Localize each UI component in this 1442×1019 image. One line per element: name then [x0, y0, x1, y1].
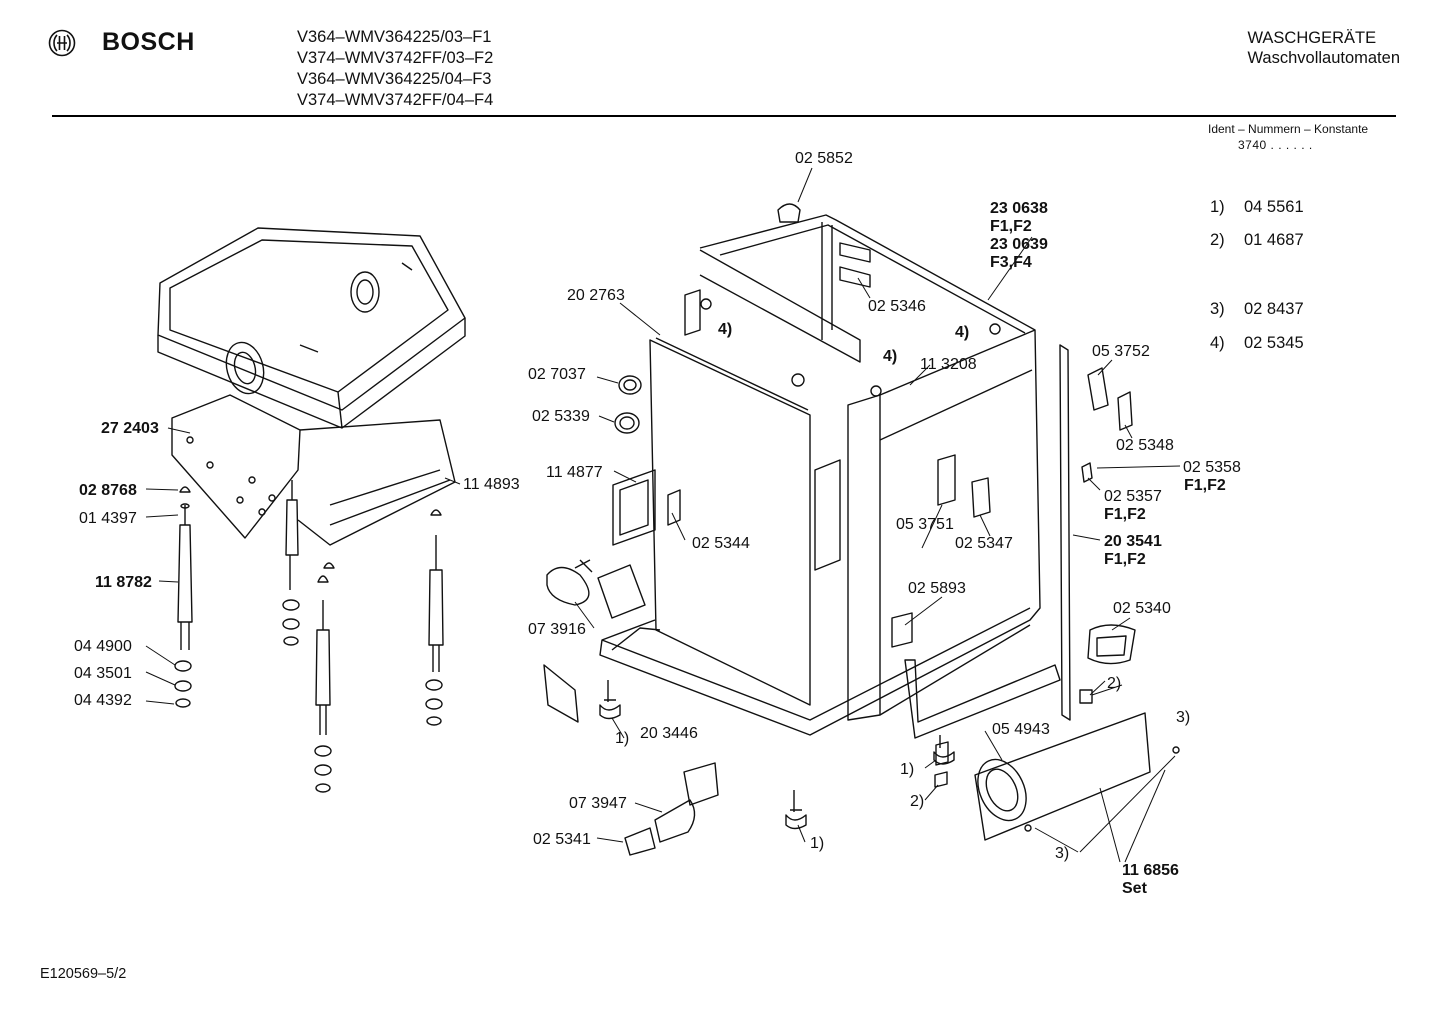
ref-key: 2): [1210, 231, 1225, 249]
rubber-pads: [174, 599, 443, 793]
part-label: 02 5341: [533, 831, 591, 848]
part-labels: 02 5852 23 0638 F1,F2 23 0639 F3,F4 20 2…: [74, 150, 1241, 897]
part-label: 02 5347: [955, 535, 1013, 552]
ref-value: 04 5561: [1244, 198, 1304, 216]
top-tray: [157, 227, 466, 429]
ref-list-item: 4) 02 5345: [1210, 334, 1304, 353]
part-label: F1,F2: [1104, 506, 1146, 523]
model-line: V374–WMV3742FF/04–F4: [297, 91, 494, 109]
part-label: 11 4893: [463, 476, 520, 493]
part-label: 02 7037: [528, 366, 586, 383]
model-list: V364–WMV364225/03–F1 V374–WMV3742FF/03–F…: [297, 27, 493, 111]
ref-marker: 1): [615, 730, 629, 747]
part-label: 02 5346: [868, 298, 926, 315]
part-label: 02 5852: [795, 150, 853, 167]
part-label: 05 3751: [896, 516, 954, 533]
small-parts-right: [891, 344, 1180, 841]
ref-value: 02 5345: [1244, 334, 1304, 352]
part-label: 04 4392: [74, 692, 132, 709]
part-label: 02 8768: [79, 482, 137, 499]
part-label: 11 4877: [546, 464, 603, 481]
model-line: V364–WMV364225/04–F3: [297, 70, 492, 88]
part-label: 04 4900: [74, 638, 132, 655]
part-label: 02 5339: [532, 408, 590, 425]
ref-marker: 3): [1176, 709, 1190, 726]
part-label: 01 4397: [79, 510, 137, 527]
ref-marker: 2): [910, 793, 924, 810]
part-label: 20 3541: [1104, 533, 1162, 550]
part-label: F1,F2: [1104, 551, 1146, 568]
ref-marker: 4): [955, 324, 969, 341]
small-parts-left: [543, 375, 681, 723]
ref-marker: 4): [883, 348, 897, 365]
adjustable-feet: [599, 680, 955, 830]
category-line: WASCHGERÄTE: [1247, 29, 1377, 47]
ref-marker: 2): [1107, 675, 1121, 692]
bosch-armature-icon: [48, 29, 76, 56]
category-title: WASCHGERÄTE Waschvollautomaten: [1247, 28, 1400, 68]
ref-key: 4): [1210, 334, 1225, 352]
header-divider: [52, 115, 1396, 117]
part-label: 02 5348: [1116, 437, 1174, 454]
part-label: F1,F2: [1184, 477, 1226, 494]
ref-list-item: 3) 02 8437: [1210, 300, 1304, 319]
bosch-logo: BOSCH: [48, 28, 195, 57]
drawing-code: E120569–5/2: [40, 966, 127, 982]
ref-marker: 1): [900, 761, 914, 778]
part-label: 11 3208: [920, 356, 977, 373]
part-label: 07 3916: [528, 621, 586, 638]
part-label: 05 3752: [1092, 343, 1150, 360]
pump-parts: [624, 762, 719, 856]
part-label: 02 5340: [1113, 600, 1171, 617]
ref-marker: 4): [718, 321, 732, 338]
clip-part: [777, 203, 801, 223]
part-label: 02 5893: [908, 580, 966, 597]
ident-block: Ident – Nummern – Konstante 3740 . . . .…: [1208, 121, 1368, 153]
bracket-tray: [171, 394, 456, 546]
part-label: 20 2763: [567, 287, 625, 304]
model-line: V364–WMV364225/03–F1: [297, 28, 492, 46]
part-label: 11 8782: [95, 574, 152, 591]
part-label: 02 5358: [1183, 459, 1241, 476]
part-label: 23 0639: [990, 236, 1048, 253]
part-label: 02 5357: [1104, 488, 1162, 505]
category-line: Waschvollautomaten: [1247, 49, 1400, 67]
part-label: 20 3446: [640, 725, 698, 742]
part-label: F3,F4: [990, 254, 1032, 271]
ref-key: 1): [1210, 198, 1225, 216]
ref-marker: 1): [810, 835, 824, 852]
ref-list-item: 1) 04 5561: [1210, 198, 1304, 217]
cabinet-frame: [599, 214, 1041, 736]
part-label: Set: [1122, 880, 1148, 897]
ref-value: 01 4687: [1244, 231, 1304, 249]
ref-key: 3): [1210, 300, 1225, 318]
ref-value: 02 8437: [1244, 300, 1304, 318]
ident-label: Ident – Nummern – Konstante: [1208, 122, 1369, 136]
ref-marker: 3): [1055, 845, 1069, 862]
part-label: 05 4943: [992, 721, 1050, 738]
part-label: F1,F2: [990, 218, 1032, 235]
ref-list-item: 2) 01 4687: [1210, 231, 1304, 250]
part-label: 02 5344: [692, 535, 750, 552]
part-label: 11 6856: [1122, 862, 1179, 879]
part-label: 27 2403: [101, 420, 159, 437]
part-label: 23 0638: [990, 200, 1048, 217]
part-label: 07 3947: [569, 795, 627, 812]
model-line: V374–WMV3742FF/03–F2: [297, 49, 494, 67]
shock-absorbers: [177, 480, 444, 735]
ident-value: 3740 . . . . . .: [1238, 138, 1313, 152]
brand-name: BOSCH: [102, 28, 195, 56]
leader-lines: [145, 167, 1181, 863]
part-label: 04 3501: [74, 665, 132, 682]
